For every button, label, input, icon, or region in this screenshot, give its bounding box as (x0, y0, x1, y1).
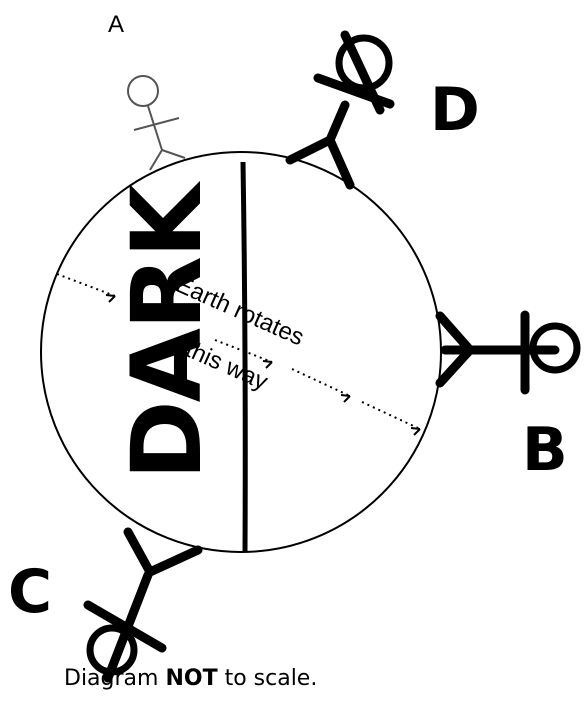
person-c-label: C (8, 557, 52, 627)
person-d-label: D (430, 75, 480, 145)
earth-circle (41, 152, 441, 552)
person-c-figure (88, 532, 198, 678)
person-a-figure (128, 76, 185, 170)
caption-part2: to scale. (218, 666, 318, 691)
person-a-label: A (108, 11, 124, 38)
scale-caption: Diagram NOT to scale. (64, 666, 317, 691)
caption-emphasis: NOT (165, 666, 217, 691)
caption-part1: Diagram (64, 666, 165, 691)
terminator-line (243, 162, 245, 552)
person-b-figure (440, 315, 577, 390)
dark-label: DARK (111, 180, 223, 480)
person-b-label: B (522, 415, 568, 485)
